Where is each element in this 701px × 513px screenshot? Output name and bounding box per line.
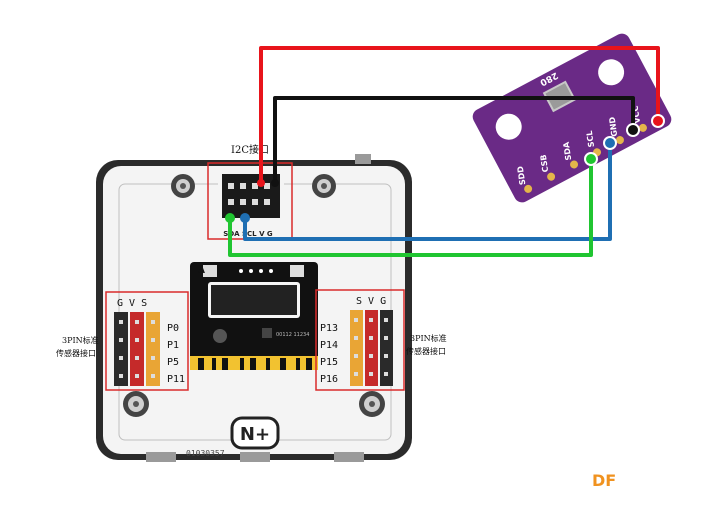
right-port-p13: P13 [320, 323, 338, 334]
right-port-p16: P16 [320, 374, 338, 385]
button-a-label: A [198, 266, 205, 276]
right-caption-line1: 3PIN标准 [410, 333, 447, 343]
button-b-label: B [305, 266, 312, 276]
sensor-pin-csb: CSB [539, 154, 550, 173]
left-port-p11: P11 [167, 374, 185, 385]
right-port-p15: P15 [320, 357, 338, 368]
right-caption-line2: 传感器接口 [406, 346, 446, 356]
sensor-pin-sdd: SDD [516, 165, 528, 185]
vcc-wire [259, 46, 660, 183]
watermark-df: DF [592, 471, 616, 490]
sensor-pin-scl: SCL [585, 130, 596, 148]
bmp280-sensor: 280 SDD CSB SDA SCL GND VCC [472, 33, 672, 203]
sda-wire [228, 160, 593, 257]
microbit-code: 00112 11234 [276, 332, 309, 338]
left-sensor-header: G V S P0 P1 P5 P11 3PIN标准 传感器接口 [56, 291, 189, 391]
mount-hole [123, 391, 149, 417]
mount-hole [312, 174, 336, 198]
sensor-pin-sda: SDA [562, 141, 574, 161]
sensor-pin-gnd: GND [608, 116, 620, 137]
right-port-p14: P14 [320, 340, 338, 351]
gnd-wire [273, 96, 635, 183]
microbit: A B 00112 11234 [190, 262, 318, 370]
left-port-p5: P5 [167, 357, 179, 368]
wire-endpoints [225, 114, 665, 223]
mount-hole [359, 391, 385, 417]
wires [228, 46, 660, 257]
right-sensor-header: S V G P13 P14 P15 P16 3PIN标准 传感器接口 [315, 289, 447, 391]
left-caption-line1: 3PIN标准 [62, 335, 99, 345]
left-caption-line2: 传感器接口 [56, 348, 96, 358]
left-port-p0: P0 [167, 323, 179, 334]
board-serial: 01030357 [186, 449, 225, 458]
board-logo-text: N+ [240, 424, 270, 445]
scl-wire [243, 145, 612, 241]
left-highlight-box [105, 291, 189, 391]
mount-hole [171, 174, 195, 198]
i2c-pins-label: SDA SCL V G [223, 230, 273, 238]
left-pins-label: G V S [117, 298, 147, 309]
left-port-p1: P1 [167, 340, 179, 351]
board-logo: N+ [230, 416, 280, 450]
right-highlight-box [315, 289, 405, 391]
sensor-pin-vcc: VCC [631, 105, 642, 124]
i2c-label: I2C接口 [231, 143, 269, 156]
right-pins-label: S V G [356, 296, 386, 307]
